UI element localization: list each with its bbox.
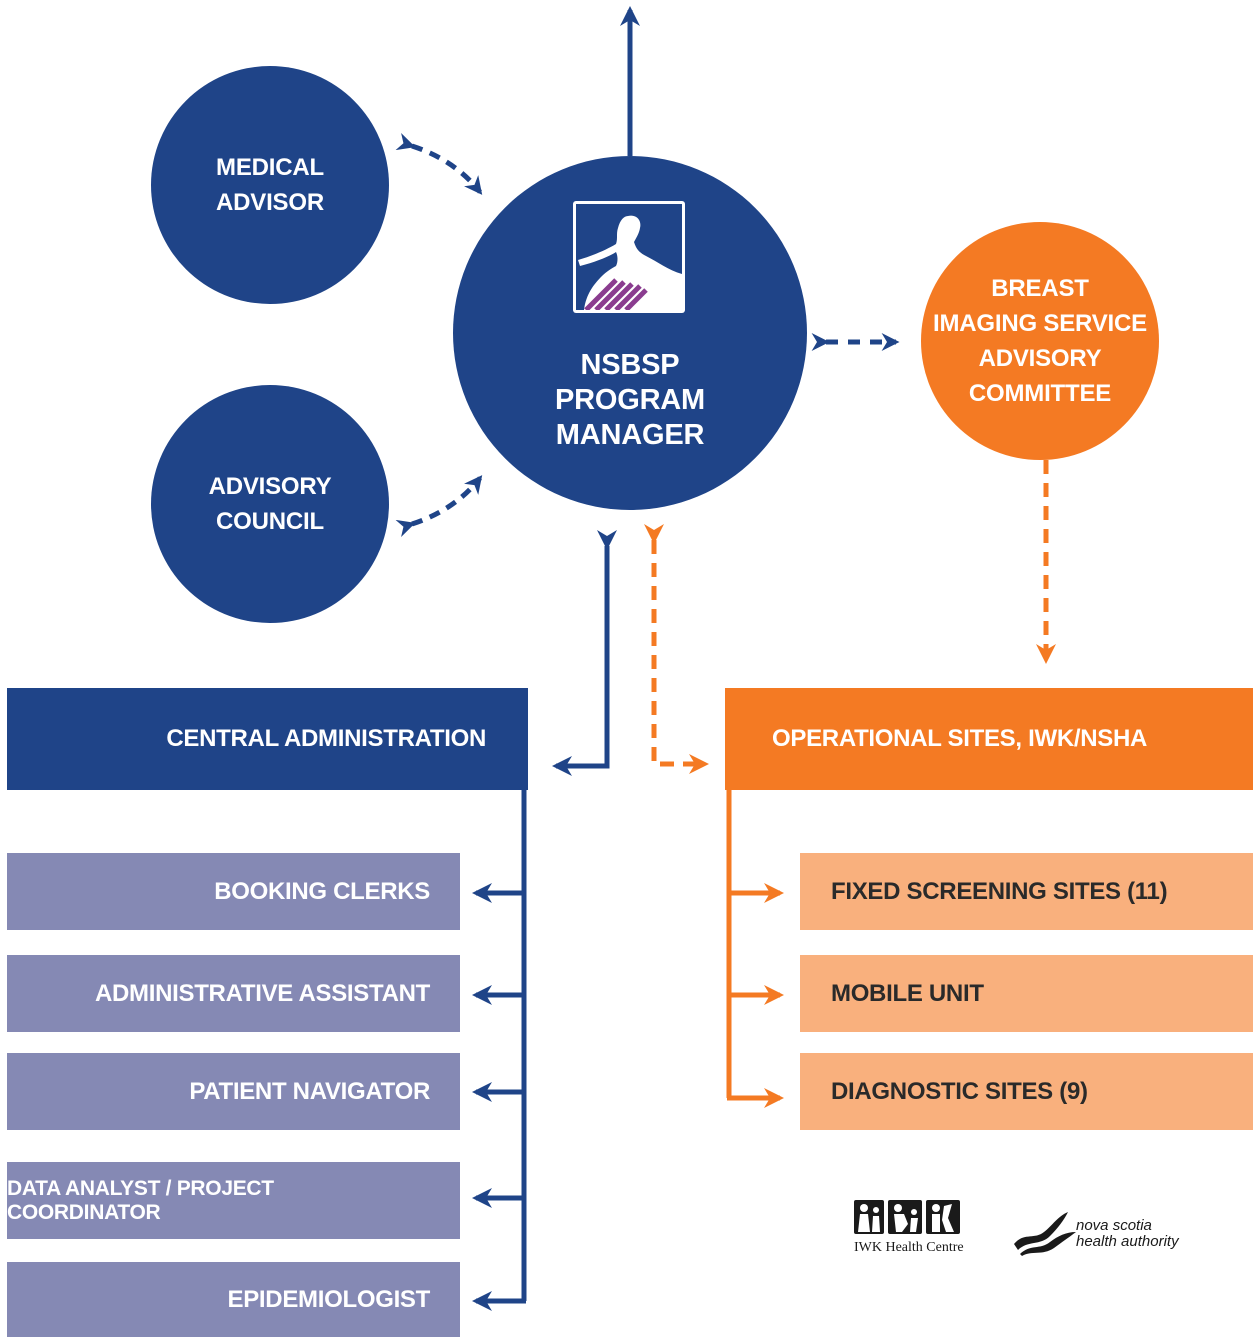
nsbsp-logo-icon [573,201,685,313]
medical-advisor-circle: MEDICAL ADVISOR [151,66,389,304]
site-box-fixed-screening: FIXED SCREENING SITES (11) [800,853,1253,930]
role-box-epidemiologist: EPIDEMIOLOGIST [7,1262,460,1337]
iwk-name: IWK Health Centre [854,1240,964,1255]
program-manager-line-1: NSBSP [580,348,680,381]
role-box-data-analyst: DATA ANALYST / PROJECT COORDINATOR [7,1162,460,1239]
role-label: EPIDEMIOLOGIST [227,1285,431,1313]
nsha-line-2: health authority [1076,1233,1179,1250]
advisory-council-circle: ADVISORY COUNCIL [151,385,389,623]
site-label: DIAGNOSTIC SITES (9) [831,1077,1088,1105]
nsha-logo-icon: nova scotia health authority [1010,1210,1210,1260]
breast-imaging-circle: BREAST IMAGING SERVICE ADVISORY COMMITTE… [921,222,1159,460]
site-box-diagnostic: DIAGNOSTIC SITES (9) [800,1053,1253,1130]
role-box-booking-clerks: BOOKING CLERKS [7,853,460,930]
role-label: BOOKING CLERKS [214,877,430,905]
nsha-line-1: nova scotia [1076,1217,1152,1234]
breast-imaging-line-2: IMAGING SERVICE [933,310,1147,337]
central-administration-title: CENTRAL ADMINISTRATION [166,725,486,752]
site-label: MOBILE UNIT [831,979,984,1007]
role-box-patient-navigator: PATIENT NAVIGATOR [7,1053,460,1130]
medical-advisor-line-2: ADVISOR [216,189,324,216]
central-administration-header: CENTRAL ADMINISTRATION [7,688,528,790]
operational-sites-header: OPERATIONAL SITES, IWK/NSHA [725,688,1253,790]
program-manager-line-3: MANAGER [555,418,705,451]
site-box-mobile-unit: MOBILE UNIT [800,955,1253,1032]
role-label: DATA ANALYST / PROJECT COORDINATOR [7,1176,274,1224]
advisory-council-link [395,475,483,538]
central-admin-link [552,530,617,776]
medical-advisor-link [395,132,483,195]
medical-advisor-line-1: MEDICAL [216,154,324,181]
breast-imaging-line-3: ADVISORY [978,345,1102,372]
site-label: FIXED SCREENING SITES (11) [831,877,1168,905]
breast-imaging-line-1: BREAST [991,275,1089,302]
role-label: ADMINISTRATIVE ASSISTANT [94,979,430,1007]
operational-link [644,524,709,774]
role-box-administrative-assistant: ADMINISTRATIVE ASSISTANT [7,955,460,1032]
role-label: PATIENT NAVIGATOR [189,1077,430,1105]
advisory-council-line-1: ADVISORY [208,473,332,500]
program-manager-line-2: PROGRAM [554,383,706,416]
iwk-logo-icon: IWK Health Centre [854,1200,964,1264]
breast-imaging-line-4: COMMITTEE [968,380,1112,407]
operational-sites-title: OPERATIONAL SITES, IWK/NSHA [772,725,1148,752]
advisory-council-line-2: COUNCIL [216,508,324,535]
